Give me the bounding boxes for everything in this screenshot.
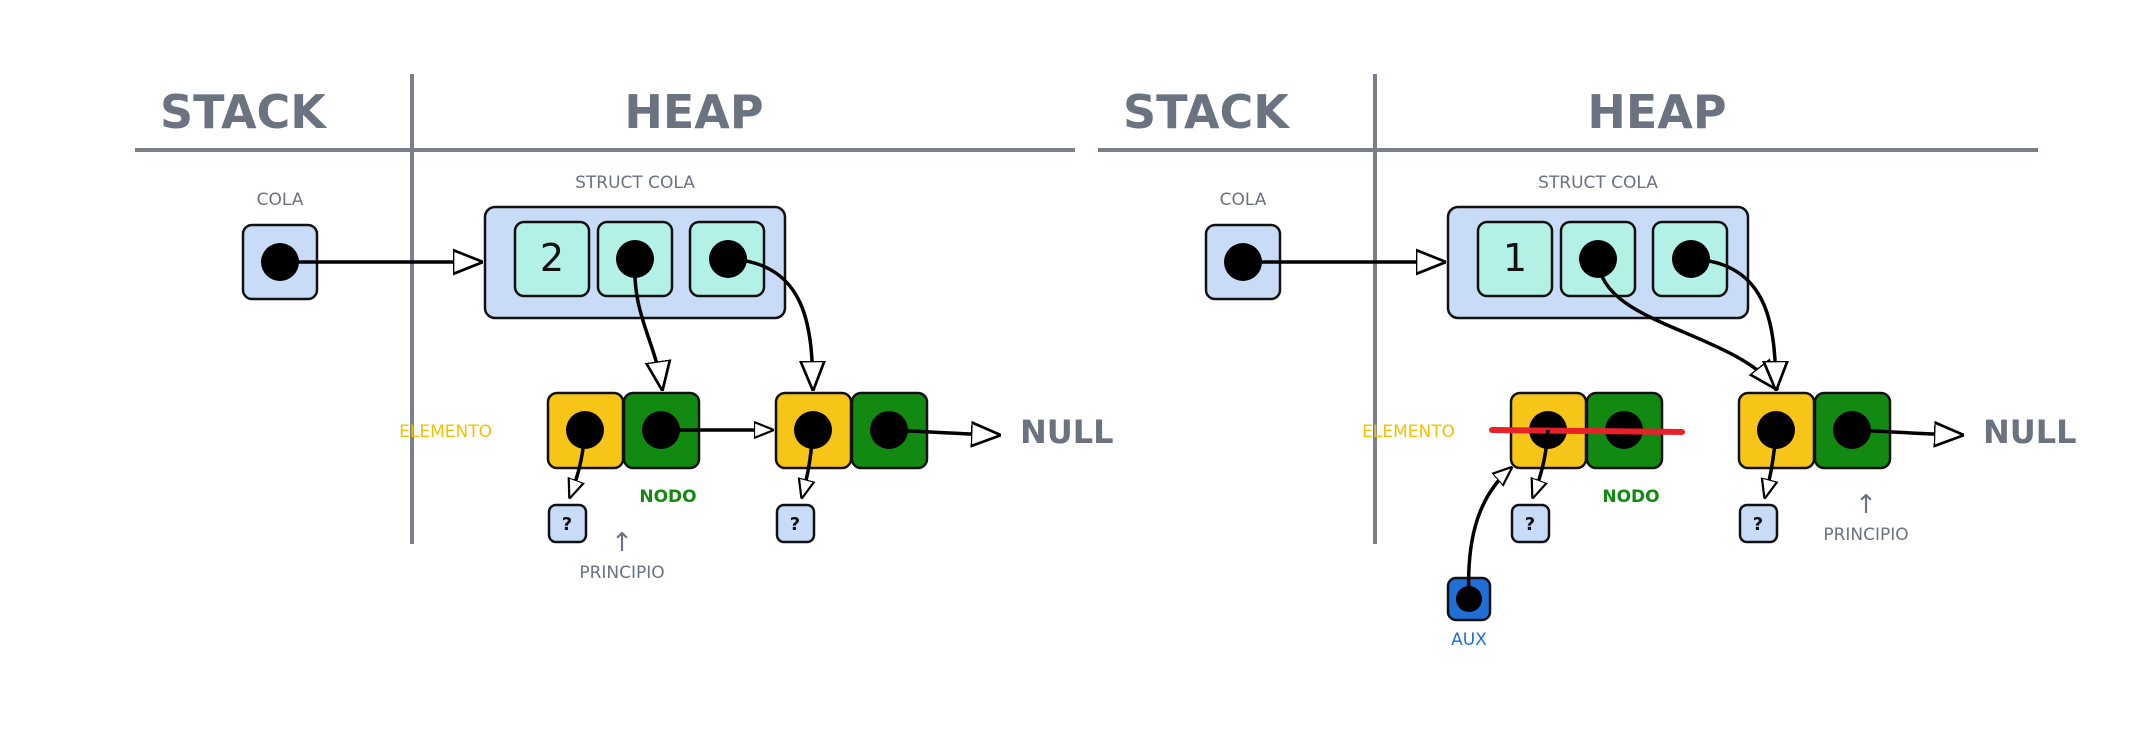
unknown-value-1: ? (1525, 514, 1535, 535)
panel-left: STACK HEAP COLA STRUCT COLA 2 ELEMENTO N… (135, 74, 1114, 583)
nodo-label: NODO (1602, 487, 1659, 507)
null-label: NULL (1983, 413, 2077, 451)
struct-count-value: 2 (540, 236, 564, 280)
stack-header: STACK (1123, 85, 1291, 139)
cola-label: COLA (257, 190, 304, 210)
struct-count-value: 1 (1503, 236, 1527, 280)
node2-elemento-arrow (802, 429, 813, 497)
unknown-box-2 (775, 503, 816, 544)
node2-to-null-arrow (888, 430, 998, 435)
unknown-value-2: ? (1753, 514, 1763, 535)
principio-arrow: ↑ (1855, 490, 1877, 520)
struct-count-cell (513, 220, 591, 298)
heap-header: HEAP (624, 85, 763, 139)
nodo-label: NODO (639, 487, 696, 507)
struct-cola-label: STRUCT COLA (1538, 173, 1658, 193)
aux-to-node-arrow (1466, 468, 1511, 600)
unknown-value-1: ? (562, 514, 572, 535)
unknown-box-1 (547, 503, 588, 544)
node2-elemento-arrow (1765, 429, 1776, 497)
struct-count-cell (1476, 220, 1554, 298)
node1-elemento-arrow (570, 429, 587, 497)
final-pointer-arrow (727, 257, 813, 388)
heap-header: HEAP (1587, 85, 1726, 139)
unknown-box-2 (1738, 503, 1779, 544)
removed-node-elemento-arrow (1533, 429, 1550, 497)
cola-label: COLA (1220, 190, 1267, 210)
removed-node-strike (1489, 427, 1685, 435)
null-label: NULL (1020, 413, 1114, 451)
struct-cola-label: STRUCT COLA (575, 173, 695, 193)
unknown-box-1 (1510, 503, 1551, 544)
principio-label: PRINCIPIO (1823, 525, 1908, 545)
panel-right: STACK HEAP COLA STRUCT COLA 1 ELEMENTO N… (1098, 74, 2077, 650)
principio-arrow: ↑ (611, 528, 633, 558)
elemento-label: ELEMENTO (1362, 422, 1455, 442)
principio-label: PRINCIPIO (579, 563, 664, 583)
aux-label: AUX (1451, 630, 1487, 650)
final-pointer-arrow (1690, 257, 1776, 388)
principio-pointer-arrow (633, 258, 662, 388)
stack-header: STACK (160, 85, 328, 139)
node2-to-null-arrow (1851, 430, 1961, 435)
elemento-label: ELEMENTO (399, 422, 492, 442)
principio-pointer-arrow (1596, 258, 1776, 388)
unknown-value-2: ? (790, 514, 800, 535)
